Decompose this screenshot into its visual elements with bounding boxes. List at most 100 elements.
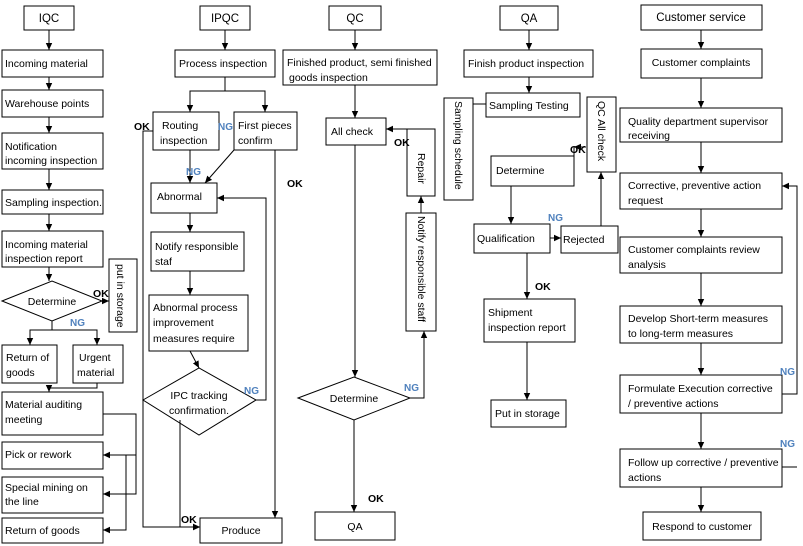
develop-label-1: Develop Short-term measures <box>628 313 768 325</box>
pick-rework-label: Pick or rework <box>5 449 72 461</box>
report-label-1: Incoming material <box>5 239 88 251</box>
follow-label-2: actions <box>628 472 661 484</box>
flag-ng-first-pieces: NG <box>218 122 233 133</box>
flag-ok-routing: OK <box>134 121 150 133</box>
flag-ok-iqc: OK <box>93 288 109 300</box>
routing-label-1: Routing <box>162 120 198 132</box>
header-qc: QC <box>328 5 382 31</box>
finished-label-2: goods inspection <box>289 72 368 84</box>
urgent-label-1: Urgent <box>79 352 111 364</box>
review-label-1: Customer complaints review <box>628 244 760 256</box>
header-qa-label: QA <box>521 13 538 25</box>
qa-put-in-storage-label: Put in storage <box>495 408 560 420</box>
notification-label-2: incoming inspection <box>5 155 97 167</box>
follow-label-1: Follow up corrective / preventive <box>628 457 779 469</box>
notify-staff-box <box>405 212 437 332</box>
qc-determine-label: Determine <box>330 393 379 405</box>
notify-label-2: staf <box>155 256 172 268</box>
finished-label-1: Finished product, semi finished <box>287 57 432 69</box>
return-goods-label-2: goods <box>6 367 35 379</box>
qc-to-qa-label: QA <box>347 521 362 533</box>
finish-inspection-label: Finish product inspection <box>468 58 584 70</box>
produce-label: Produce <box>221 525 260 537</box>
shipment-label-1: Shipment <box>488 307 532 319</box>
header-customer-service: Customer service <box>640 4 763 31</box>
supervisor-label-1: Quality department supervisor <box>628 116 769 128</box>
shipment-label-2: inspection report <box>488 322 566 334</box>
respond-label: Respond to customer <box>652 521 752 533</box>
special-label-1: Special mining on <box>5 482 88 494</box>
urgent-label-2: material <box>77 367 114 379</box>
sampling-inspection-label: Sampling inspection. <box>5 197 102 209</box>
flag-ok-first-pieces: OK <box>287 178 303 190</box>
header-iqc-label: IQC <box>39 13 59 25</box>
flow-flags: OK NG OK NG NG OK NG OK OK NG OK OK NG O… <box>70 121 795 526</box>
header-qc-label: QC <box>346 13 363 25</box>
flag-ok-qa-check: OK <box>570 144 586 156</box>
develop-label-2: to long-term measures <box>628 328 733 340</box>
corrective-label-1: Corrective, preventive action <box>628 180 761 192</box>
return-goods-bottom-label: Return of goods <box>5 525 80 537</box>
abnormal-label: Abnormal <box>157 191 202 203</box>
flag-ng-iqc: NG <box>70 318 85 329</box>
flag-ok-repair: OK <box>394 137 410 149</box>
flag-ng-ipc: NG <box>244 386 259 397</box>
all-check-label: All check <box>331 126 374 138</box>
qualification-label: Qualification <box>477 233 535 245</box>
return-goods-label-1: Return of <box>6 352 49 364</box>
header-cs-label: Customer service <box>656 12 745 24</box>
improve-label-3: measures require <box>153 333 235 345</box>
improve-label-2: improvement <box>153 317 214 329</box>
flag-ok-ipc: OK <box>181 514 197 526</box>
header-qa: QA <box>499 5 559 31</box>
header-ipqc: IPQC <box>199 5 251 31</box>
warehouse-points-label: Warehouse points <box>5 98 89 110</box>
supervisor-label-2: receiving <box>628 130 670 142</box>
auditing-label-2: meeting <box>5 414 43 426</box>
ipc-label-2: confirmation. <box>169 405 229 417</box>
qa-determine-label: Determine <box>496 165 545 177</box>
flag-ng-cs-2: NG <box>780 439 795 450</box>
flag-ok-qc: OK <box>368 493 384 505</box>
process-inspection-label: Process inspection <box>179 58 267 70</box>
improve-label-1: Abnormal process <box>153 302 238 314</box>
customer-service-column: Customer complaints Quality department s… <box>619 30 798 541</box>
flag-ng-qc: NG <box>404 383 419 394</box>
header-iqc: IQC <box>23 5 75 31</box>
first-pieces-label-1: First pieces <box>238 120 292 132</box>
flag-ng-routing: NG <box>186 167 201 178</box>
routing-label-2: inspection <box>160 135 207 147</box>
flag-ok-qa: OK <box>535 281 551 293</box>
ipqc-column: Process inspection Routing inspection Fi… <box>142 30 298 544</box>
sampling-schedule-box <box>443 97 474 201</box>
sampling-schedule-label: Sampling schedule <box>452 101 464 190</box>
incoming-material-label: Incoming material <box>5 58 88 70</box>
notify-label-1: Notify responsible <box>155 241 239 253</box>
corrective-label-2: request <box>628 195 663 207</box>
qc-all-check-box <box>586 96 617 173</box>
iqc-determine-label: Determine <box>28 296 77 308</box>
first-pieces-label-2: confirm <box>238 135 273 147</box>
put-in-storage-label: put in storage <box>114 264 126 328</box>
flag-ng-cs-1: NG <box>780 367 795 378</box>
formulate-label-1: Formulate Execution corrective <box>628 383 773 395</box>
flag-ng-qa: NG <box>548 213 563 224</box>
report-label-2: inspection report <box>5 253 83 265</box>
special-label-2: the line <box>5 496 39 508</box>
header-ipqc-label: IPQC <box>211 13 239 25</box>
repair-label: Repair <box>415 153 427 184</box>
qc-all-check-label: QC All check <box>595 101 607 162</box>
cs-complaints-label: Customer complaints <box>652 57 751 69</box>
review-label-2: analysis <box>628 259 666 271</box>
qc-column: Finished product, semi finished goods in… <box>282 30 438 541</box>
rejected-label: Rejected <box>563 234 605 246</box>
auditing-label-1: Material auditing <box>5 399 82 411</box>
iqc-column: Incoming material Warehouse points Notif… <box>0 30 138 544</box>
formulate-label-2: / preventive actions <box>628 398 718 410</box>
ipc-label-1: IPC tracking <box>170 390 227 402</box>
put-in-storage-box <box>108 258 138 333</box>
sampling-testing-label: Sampling Testing <box>489 100 569 112</box>
qa-column: Finish product inspection Sampling Testi… <box>443 30 619 428</box>
notify-staff-label: Notify responsible staff <box>415 216 427 322</box>
